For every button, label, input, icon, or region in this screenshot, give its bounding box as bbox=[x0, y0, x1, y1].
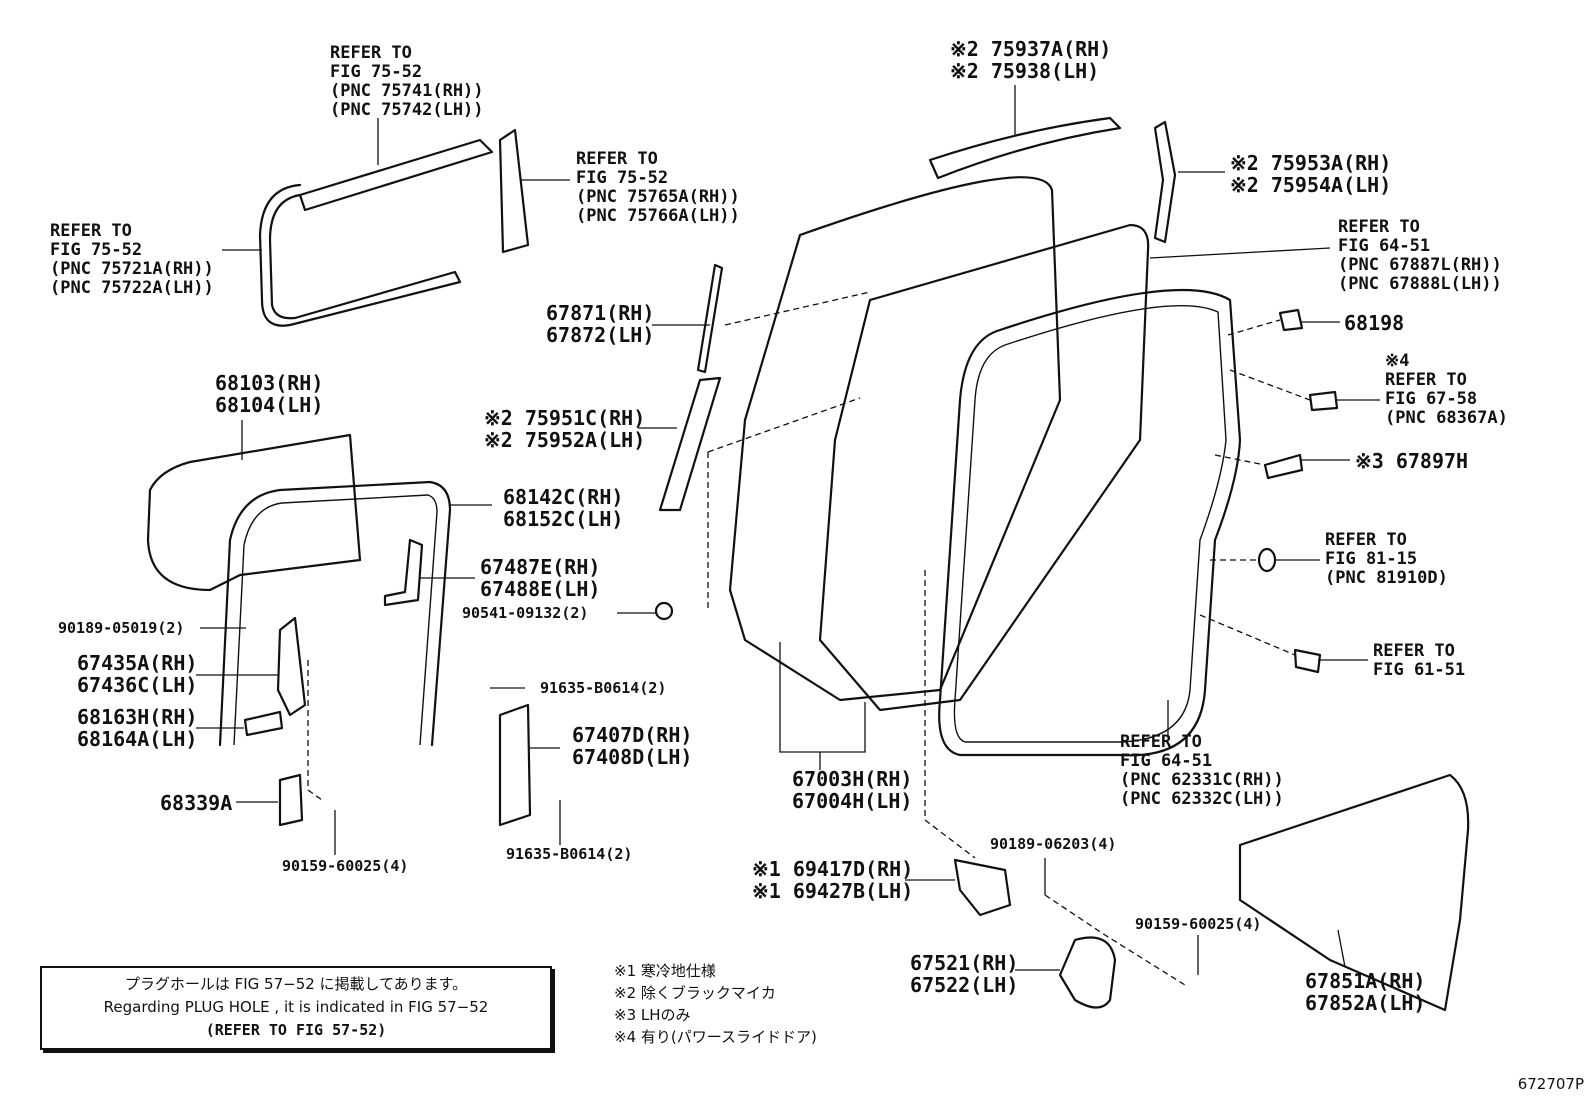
callout-part-68103: 68103(RH)68104(LH) bbox=[215, 371, 324, 417]
callout-part-68198: 68198 bbox=[1344, 311, 1405, 335]
door-outer-panel-part bbox=[728, 176, 1062, 702]
callout-part-90159b: 90159-60025(4) bbox=[1135, 915, 1262, 933]
division-bar-part bbox=[696, 263, 724, 374]
hole-cover-part bbox=[1058, 936, 1117, 1009]
callout-part-90541: 90541-09132(2) bbox=[462, 604, 589, 622]
clip-part bbox=[1263, 453, 1304, 480]
callout-part-67871: 67871(RH)67872(LH) bbox=[546, 301, 655, 347]
callout-part-90189b: 90189-06203(4) bbox=[990, 835, 1117, 853]
footnote-legend: ※1 寒冷地仕様 ※2 除くブラックマイカ ※3 LHのみ ※4 有り(パワース… bbox=[614, 960, 817, 1048]
legend-item-2: ※2 除くブラックマイカ bbox=[614, 984, 776, 1002]
callout-part-69417: ※1 69417D(RH)※1 69427B(LH) bbox=[752, 857, 914, 903]
plug-hole-note-box: プラグホールは FIG 57−52 に掲載してあります。 Regarding P… bbox=[40, 966, 552, 1050]
callout-part-67521: 67521(RH)67522(LH) bbox=[910, 951, 1019, 997]
center-pillar-garnish-part bbox=[658, 376, 722, 512]
callout-part-67003: 67003H(RH)67004H(LH) bbox=[792, 767, 913, 813]
legend-item-1: ※1 寒冷地仕様 bbox=[614, 962, 716, 980]
cap-part bbox=[1278, 308, 1304, 332]
callout-part-91635a: 91635-B0614(2) bbox=[540, 679, 667, 697]
callout-part-67487: 67487E(RH)67488E(LH) bbox=[480, 555, 601, 601]
callout-part-67407: 67407D(RH)67408D(LH) bbox=[572, 723, 693, 769]
courtesy-lamp-part bbox=[1257, 547, 1277, 573]
callout-part-90189a: 90189-05019(2) bbox=[58, 619, 185, 637]
glass-run-upper-part bbox=[298, 138, 494, 212]
cushion-part bbox=[654, 601, 674, 621]
lower-sash-channel-part bbox=[498, 703, 532, 827]
glass-run-left-part bbox=[258, 183, 462, 327]
door-weatherstrip-part bbox=[938, 288, 1242, 757]
callout-part-68142: 68142C(RH)68152C(LH) bbox=[503, 485, 624, 531]
callout-part-75937: ※2 75937A(RH)※2 75938(LH) bbox=[950, 37, 1112, 83]
callout-part-75951: ※2 75951C(RH)※2 75952A(LH) bbox=[484, 406, 646, 452]
figure-number: 672707P bbox=[1517, 1075, 1584, 1093]
rear-strip-part bbox=[1153, 120, 1177, 244]
callout-part-67897: ※3 67897H bbox=[1355, 449, 1469, 473]
lower-bracket-part bbox=[278, 773, 304, 827]
pillar-garnish-part bbox=[498, 128, 530, 254]
note-line-english: Regarding PLUG HOLE , it is indicated in… bbox=[103, 998, 489, 1016]
callout-part-75953: ※2 75953A(RH)※2 75954A(LH) bbox=[1230, 151, 1392, 197]
heater-hinge-part bbox=[953, 858, 1012, 917]
callout-part-67435: 67435A(RH)67436C(LH) bbox=[77, 651, 198, 697]
callout-part-90159a: 90159-60025(4) bbox=[282, 857, 409, 875]
note-line-refer: (REFER TO FIG 57-52) bbox=[205, 1021, 387, 1039]
door-glass-part bbox=[146, 433, 362, 592]
window-regulator-part bbox=[276, 616, 307, 717]
service-cover-part bbox=[1238, 773, 1470, 1012]
roller-part bbox=[1293, 648, 1322, 674]
rear-run-bracket-part bbox=[383, 538, 424, 607]
switch-part bbox=[1308, 390, 1339, 412]
roof-moulding-part bbox=[928, 116, 1122, 180]
door-glass-run-part bbox=[218, 480, 452, 747]
legend-item-4: ※4 有り(パワースライドドア) bbox=[614, 1028, 817, 1046]
door-inner-frame-part bbox=[818, 223, 1150, 712]
callout-part-68339: 68339A bbox=[160, 791, 233, 815]
callout-part-68163: 68163H(RH)68164A(LH) bbox=[77, 705, 198, 751]
note-line-japanese: プラグホールは FIG 57−52 に掲載してあります。 bbox=[124, 975, 468, 993]
legend-item-3: ※3 LHのみ bbox=[614, 1006, 691, 1024]
callout-part-67851: 67851A(RH)67852A(LH) bbox=[1305, 969, 1426, 1015]
stopper-part bbox=[243, 710, 284, 737]
callout-part-91635b: 91635-B0614(2) bbox=[506, 845, 633, 863]
